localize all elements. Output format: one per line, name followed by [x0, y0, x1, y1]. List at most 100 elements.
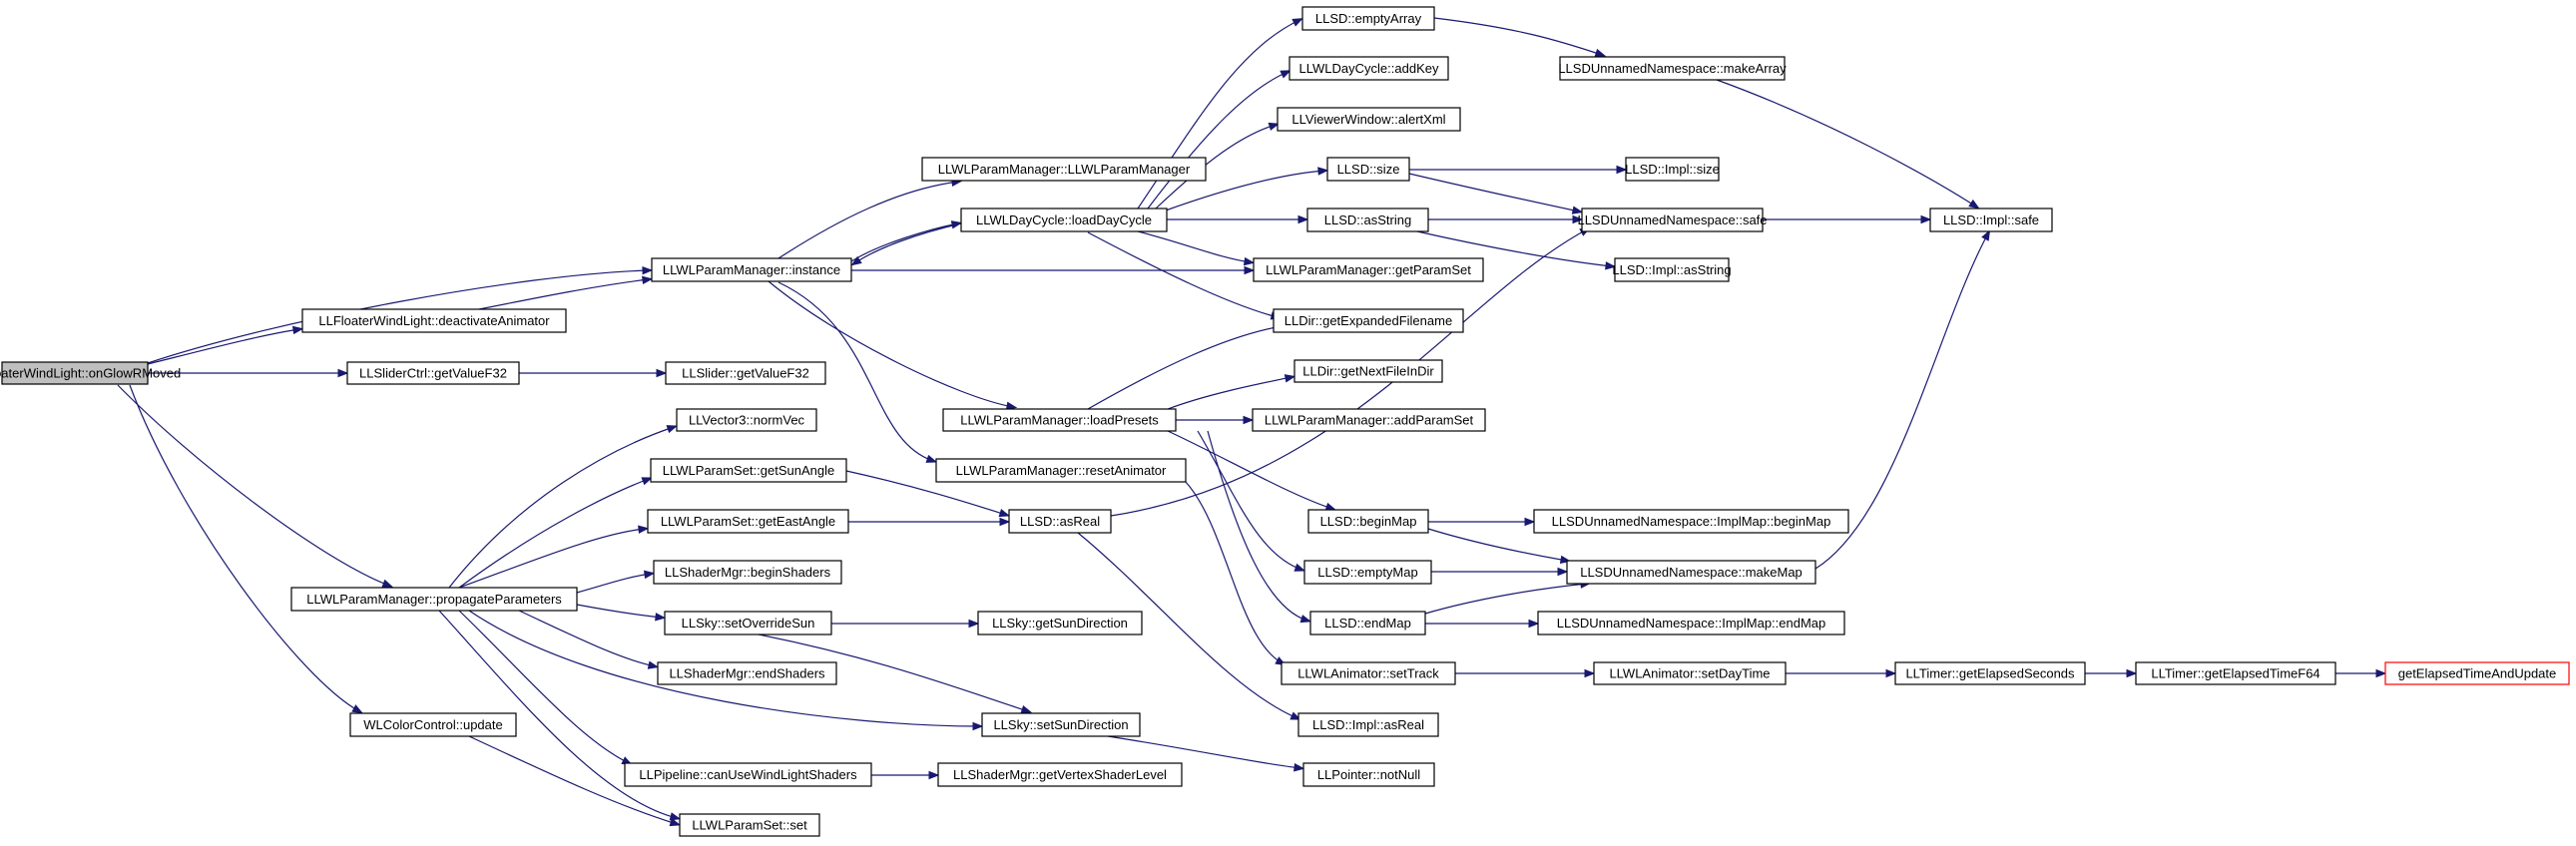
edge-propagate-to-endshaders: [518, 610, 660, 669]
node-label: LLWLParamManager::getParamSet: [1266, 262, 1471, 277]
node-settrack[interactable]: LLWLAnimator::setTrack: [1281, 661, 1456, 685]
node-label: LLWLDayCycle::loadDayCycle: [976, 212, 1152, 227]
node-getvertex[interactable]: LLShaderMgr::getVertexShaderLevel: [937, 762, 1183, 787]
node-impl-size[interactable]: LLSD::Impl::size: [1625, 157, 1720, 182]
node-loadpresets[interactable]: LLWLParamManager::loadPresets: [942, 408, 1177, 432]
arrowhead-icon: [1299, 615, 1312, 624]
node-set[interactable]: LLWLParamSet::set: [679, 813, 820, 837]
node-impl-asstring[interactable]: LLSD::Impl::asString: [1612, 257, 1732, 282]
node-emptyarray[interactable]: LLSD::emptyArray: [1301, 6, 1435, 31]
edge-line: [458, 528, 646, 589]
node-getelapsedupdate[interactable]: getElapsedTimeAndUpdate: [2384, 661, 2570, 685]
edge-instance-to-getparamset: [851, 265, 1256, 275]
node-alertxml[interactable]: LLViewerWindow::alertXml: [1277, 107, 1461, 132]
node-onglow[interactable]: LLFloaterWindLight::onGlowRMoved: [0, 361, 181, 385]
edge-line: [1197, 430, 1302, 571]
node-implmap-end[interactable]: LLSDUnnamedNamespace::ImplMap::endMap: [1537, 611, 1845, 635]
node-label: LLSD::Impl::size: [1625, 162, 1720, 177]
node-notnull[interactable]: LLPointer::notNull: [1302, 762, 1435, 787]
arrowhead-icon: [1243, 415, 1255, 425]
arrowhead-icon: [1616, 165, 1628, 175]
edge-setoverridesun-to-setsundir: [758, 634, 1033, 713]
node-box: [676, 408, 817, 432]
node-impl-asreal[interactable]: LLSD::Impl::asReal: [1297, 712, 1439, 737]
node-makemap[interactable]: LLSDUnnamedNamespace::makeMap: [1566, 560, 1816, 585]
arrowhead-icon: [643, 570, 656, 580]
node-size[interactable]: LLSD::size: [1326, 157, 1410, 182]
node-getparamset[interactable]: LLWLParamManager::getParamSet: [1253, 257, 1484, 282]
node-getnextfile[interactable]: LLDir::getNextFileInDir: [1293, 359, 1443, 383]
node-makearray[interactable]: LLSDUnnamedNamespace::makeArray: [1558, 56, 1787, 81]
edge-beginmap-to-makemap: [1427, 528, 1572, 565]
node-slider[interactable]: LLSlider::getValueF32: [665, 361, 826, 385]
node-label: LLSD::asReal: [1020, 514, 1100, 529]
node-box: [1301, 6, 1435, 31]
node-loaddaycycle[interactable]: LLWLDayCycle::loadDayCycle: [960, 208, 1168, 232]
node-emptymap[interactable]: LLSD::emptyMap: [1303, 560, 1432, 585]
node-box: [1303, 560, 1432, 585]
node-label: LLWLParamManager::LLWLParamManager: [938, 162, 1191, 177]
arrowhead-icon: [999, 517, 1011, 527]
node-ctor[interactable]: LLWLParamManager::LLWLParamManager: [921, 157, 1207, 182]
node-wlcolor[interactable]: WLColorControl::update: [349, 712, 517, 737]
node-label: LLSD::Impl::asReal: [1312, 717, 1424, 732]
node-box: [977, 611, 1143, 635]
node-implmap-begin[interactable]: LLSDUnnamedNamespace::ImplMap::beginMap: [1533, 509, 1849, 534]
node-label: LLViewerWindow::alertXml: [1291, 112, 1445, 127]
edge-onglow-to-wlcolor: [129, 384, 363, 714]
node-addkey[interactable]: LLWLDayCycle::addKey: [1288, 56, 1449, 81]
node-box: [653, 560, 842, 585]
edge-size-to-impl_size: [1409, 165, 1628, 175]
node-box: [1533, 509, 1849, 534]
node-box: [960, 208, 1168, 232]
node-resetanim[interactable]: LLWLParamManager::resetAnimator: [935, 458, 1187, 483]
node-safe[interactable]: LLSDUnnamedNamespace::safe: [1577, 208, 1768, 232]
node-getsundir[interactable]: LLSky::getSunDirection: [977, 611, 1143, 635]
edge-line: [1814, 232, 1989, 570]
edge-propagate-to-beginshaders: [576, 570, 656, 594]
node-getsunangle[interactable]: LLWLParamSet::getSunAngle: [650, 458, 847, 483]
node-endshaders[interactable]: LLShaderMgr::endShaders: [657, 661, 837, 685]
node-box: [1326, 157, 1410, 182]
edge-loadpresets-to-getexpanded: [1087, 321, 1292, 410]
node-canuse[interactable]: LLPipeline::canUseWindLightShaders: [624, 762, 872, 787]
node-beginmap[interactable]: LLSD::beginMap: [1307, 509, 1429, 534]
node-getelapsed[interactable]: LLTimer::getElapsedSeconds: [1894, 661, 2086, 685]
edge-line: [1185, 481, 1284, 664]
node-setdaytime[interactable]: LLWLAnimator::setDayTime: [1593, 661, 1787, 685]
nodes-layer: LLFloaterWindLight::onGlowRMovedLLWLPara…: [0, 6, 2570, 837]
arrowhead-icon: [1280, 70, 1291, 79]
node-label: LLSDUnnamedNamespace::ImplMap::beginMap: [1552, 514, 1831, 529]
node-getelapsedf64[interactable]: LLTimer::getElapsedTimeF64: [2135, 661, 2336, 685]
arrowhead-icon: [2375, 668, 2387, 678]
node-asstring[interactable]: LLSD::asString: [1306, 208, 1429, 232]
node-endmap[interactable]: LLSD::endMap: [1309, 611, 1426, 635]
node-label: LLWLParamSet::set: [692, 818, 807, 833]
node-box: [942, 408, 1177, 432]
edge-loadpresets-to-beginmap: [1167, 430, 1337, 511]
node-propagate[interactable]: LLWLParamManager::propagateParameters: [290, 587, 578, 612]
node-instance[interactable]: LLWLParamManager::instance: [651, 257, 852, 282]
node-setsundir[interactable]: LLSky::setSunDirection: [981, 712, 1141, 737]
node-getexpanded[interactable]: LLDir::getExpandedFilename: [1273, 308, 1464, 333]
node-label: LLSD::emptyMap: [1317, 565, 1417, 580]
node-normvec[interactable]: LLVector3::normVec: [676, 408, 817, 432]
arrowhead-icon: [351, 704, 363, 714]
arrowhead-icon: [1572, 214, 1584, 224]
edge-line: [1424, 583, 1588, 615]
arrowhead-icon: [1594, 48, 1607, 57]
arrowhead-icon: [850, 255, 862, 266]
node-label: LLWLParamManager::instance: [663, 262, 840, 277]
node-deactivate[interactable]: LLFloaterWindLight::deactivateAnimator: [301, 308, 567, 333]
node-geteastangle[interactable]: LLWLParamSet::getEastAngle: [647, 509, 849, 534]
node-box: [1307, 509, 1429, 534]
node-asreal[interactable]: LLSD::asReal: [1008, 509, 1112, 534]
node-addparamset[interactable]: LLWLParamManager::addParamSet: [1252, 408, 1486, 432]
node-beginshaders[interactable]: LLShaderMgr::beginShaders: [653, 560, 842, 585]
edge-makearray-to-impl_safe: [1716, 79, 1980, 210]
node-setoverridesun[interactable]: LLSky::setOverrideSun: [664, 611, 832, 635]
edge-line: [117, 384, 390, 587]
node-slider-ctrl[interactable]: LLSliderCtrl::getValueF32: [346, 361, 520, 385]
edge-setsundir-to-notnull: [1107, 735, 1305, 772]
node-impl-safe[interactable]: LLSD::Impl::safe: [1929, 208, 2053, 232]
